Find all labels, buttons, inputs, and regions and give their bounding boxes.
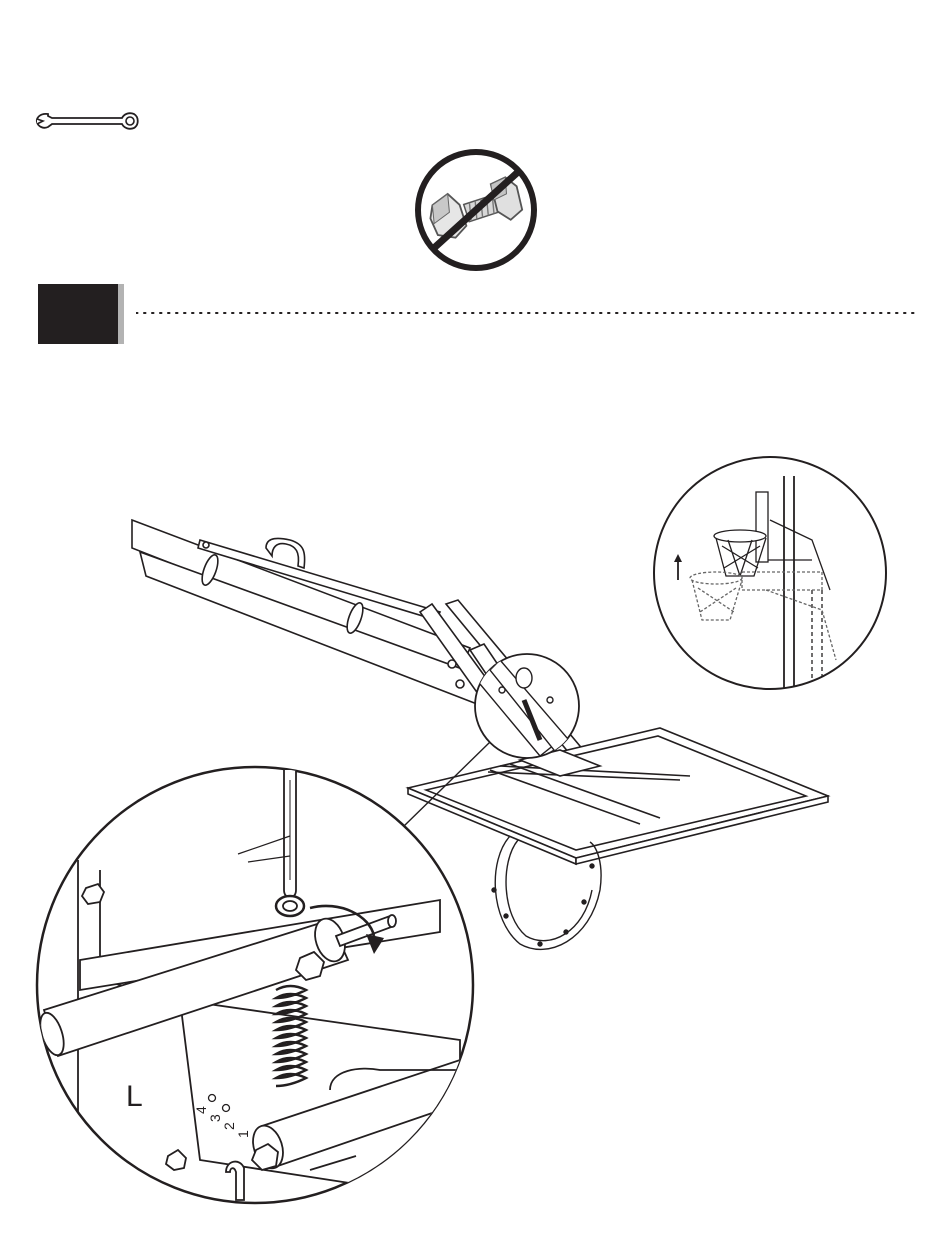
height-inset [654, 457, 886, 700]
wrench-icon [34, 108, 140, 134]
hole-label-1: 1 [235, 1130, 251, 1138]
backboard [408, 728, 828, 864]
assembly-illustration: 4 3 2 1 L [0, 440, 950, 1241]
step-box-fill [38, 284, 118, 344]
hole-label-2: 2 [221, 1122, 237, 1130]
detail-callout-large: 4 3 2 1 L [36, 767, 473, 1210]
hole-label-3: 3 [207, 1114, 223, 1122]
dotted-separator [136, 310, 916, 316]
step-box-shadow [118, 284, 124, 344]
no-nut-bolt-icon [412, 146, 540, 274]
hole-label-4: 4 [193, 1106, 209, 1114]
step-number-box [38, 284, 124, 344]
side-label: L [126, 1080, 143, 1113]
